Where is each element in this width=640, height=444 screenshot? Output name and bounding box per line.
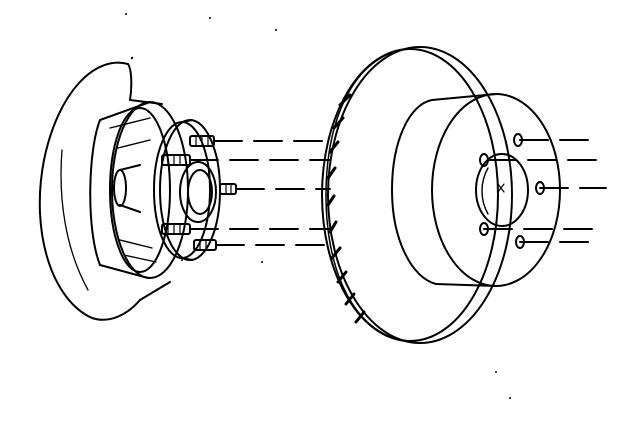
rotor-hat [391, 93, 561, 287]
rotor-stud-hole [535, 181, 545, 195]
wheel-studs [161, 135, 237, 251]
rotor-stud-holes [479, 133, 545, 249]
rotor-stud-hole [479, 222, 489, 236]
rotor-stud-hole [515, 235, 525, 249]
alignment-lines [189, 139, 607, 246]
rotor-center-bore [475, 153, 529, 227]
hub [89, 101, 221, 279]
hub-pilot [179, 161, 217, 223]
backing-plate [38, 61, 171, 321]
rotor-stud-hole [479, 153, 489, 167]
scan-specks [125, 13, 511, 399]
rotor-stud-hole [513, 133, 523, 147]
wheel-stud [219, 183, 237, 195]
brake-rotor [321, 46, 561, 344]
